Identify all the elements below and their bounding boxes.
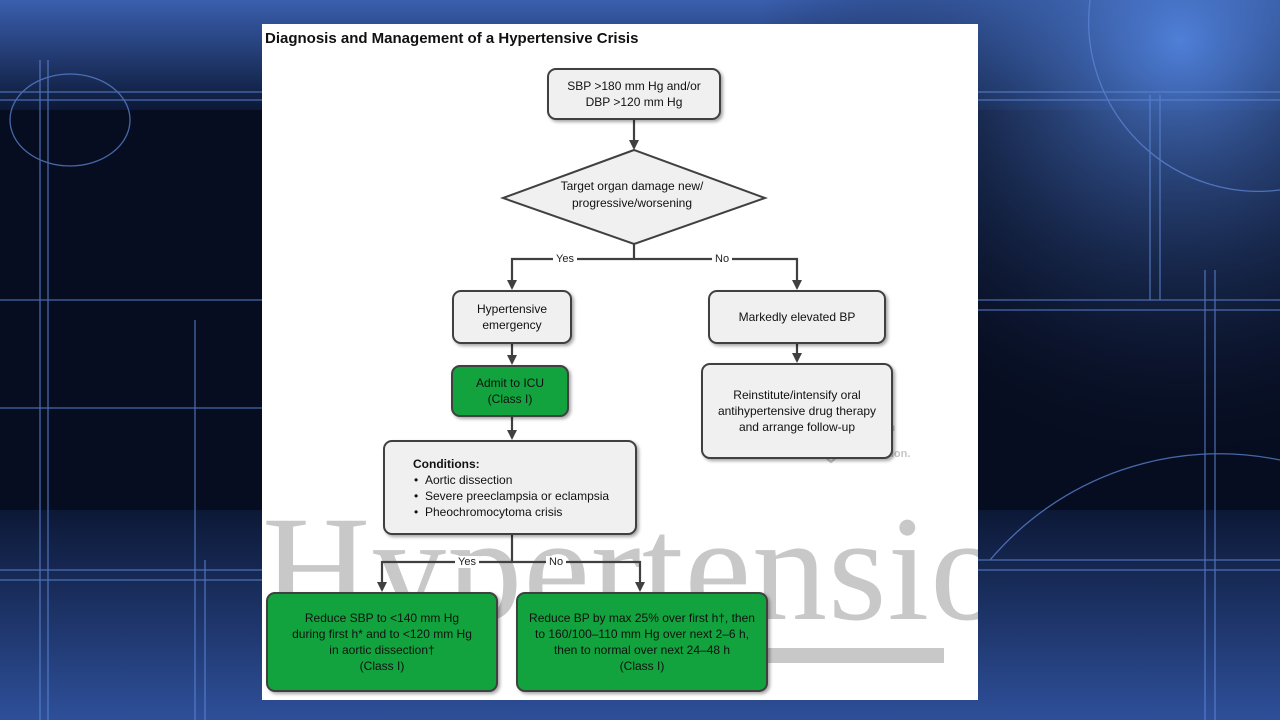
- node-icu-label: Admit to ICU (Class I): [475, 376, 544, 406]
- node-reduce-sbp-label: Reduce SBP to <140 mm Hg during first h*…: [292, 611, 472, 673]
- condition-item: Severe preeclampsia or eclampsia: [414, 488, 609, 504]
- node-reduce-sbp: Reduce SBP to <140 mm Hg during first h*…: [266, 592, 498, 692]
- node-oral-label: Reinstitute/intensify oral antihypertens…: [717, 388, 877, 434]
- node-reinstitute-oral: Reinstitute/intensify oral antihypertens…: [701, 363, 893, 459]
- node-start: SBP >180 mm Hg and/or DBP >120 mm Hg: [547, 68, 721, 120]
- node-reduce-bp: Reduce BP by max 25% over first h†, then…: [516, 592, 768, 692]
- edge-label-conditions-no: No: [546, 556, 567, 568]
- conditions-list: Aortic dissection Severe preeclampsia or…: [413, 472, 609, 520]
- edge-label-yes: Yes: [553, 253, 577, 265]
- condition-item: Aortic dissection: [414, 472, 609, 488]
- node-elevated-label: Markedly elevated BP: [738, 310, 856, 324]
- node-start-label: SBP >180 mm Hg and/or DBP >120 mm Hg: [567, 79, 701, 109]
- edge-conditions-no: [512, 560, 645, 592]
- conditions-heading: Conditions:: [413, 456, 480, 471]
- page-title: Diagnosis and Management of a Hypertensi…: [265, 30, 639, 47]
- decision-diamond: [500, 148, 768, 246]
- flowchart-connectors: [377, 120, 802, 592]
- node-markedly-elevated: Markedly elevated BP: [708, 290, 886, 344]
- node-decision-label: Target organ damage new/ progressive/wor…: [560, 179, 704, 210]
- node-conditions: Conditions: Aortic dissection Severe pre…: [383, 440, 637, 535]
- edge-label-no: No: [712, 253, 733, 265]
- node-reduce-bp-label: Reduce BP by max 25% over first h†, then…: [529, 611, 755, 673]
- edge-label-conditions-yes: Yes: [455, 556, 479, 568]
- node-emergency-label: Hypertensive emergency: [476, 302, 548, 332]
- edge-decision-no: [634, 257, 802, 290]
- node-admit-icu: Admit to ICU (Class I): [451, 365, 569, 417]
- condition-item: Pheochromocytoma crisis: [414, 504, 609, 520]
- flowchart-slide: Hypertension American Heart Association.: [262, 24, 978, 700]
- node-hypertensive-emergency: Hypertensive emergency: [452, 290, 572, 344]
- edge-conditions-yes: [377, 560, 512, 592]
- edge-decision-yes: [507, 257, 634, 290]
